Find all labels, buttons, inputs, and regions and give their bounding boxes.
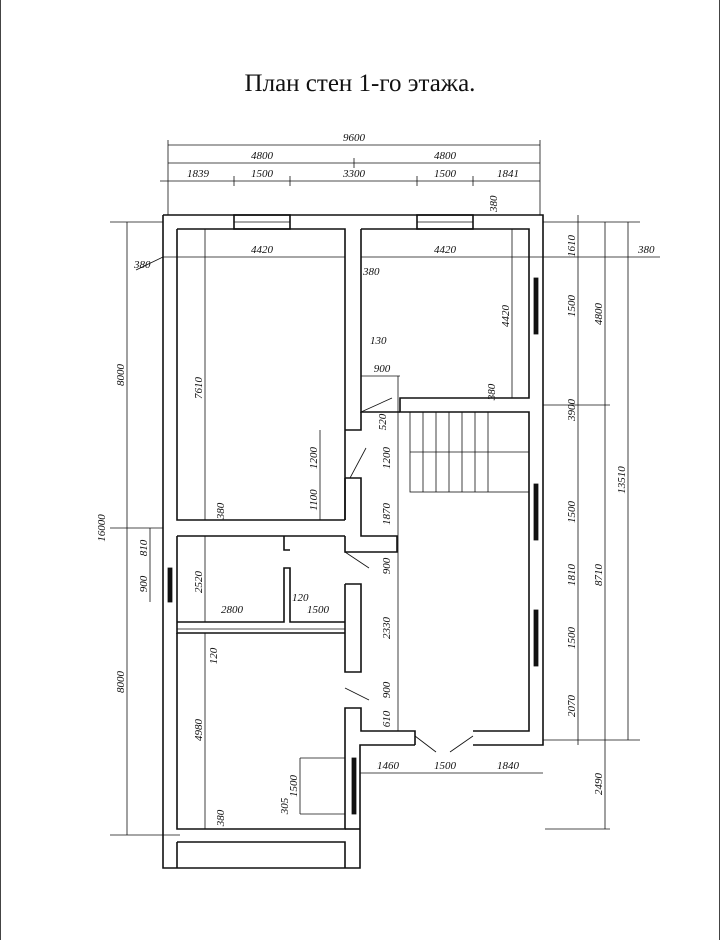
label-1810: 1810	[566, 564, 578, 587]
label-7610: 7610	[193, 377, 205, 400]
mid-stub	[283, 536, 290, 551]
label-2520: 2520	[193, 571, 205, 594]
label-8710: 8710	[593, 564, 605, 587]
label-120-b: 120	[208, 647, 220, 664]
room1-inner	[177, 228, 346, 520]
label-1500-a: 1500	[251, 168, 274, 180]
label-1839: 1839	[187, 168, 210, 180]
label-3300: 3300	[342, 168, 366, 180]
door-swing-1	[360, 397, 393, 413]
label-1870: 1870	[381, 503, 393, 526]
label-4420-right: 4420	[434, 244, 457, 256]
label-900-left: 900	[138, 575, 150, 592]
label-1840: 1840	[497, 760, 520, 772]
label-380-bottom: 380	[215, 809, 227, 827]
room1-inner-left	[176, 229, 345, 521]
window-bottom	[351, 757, 357, 815]
dimension-labels: 9600 4800 4800 1839 1500 3300 1500 1841 …	[96, 132, 655, 827]
label-1500-entry: 1500	[434, 760, 457, 772]
label-1200-b: 1200	[381, 447, 393, 470]
bottom-strip	[177, 841, 346, 868]
label-9600: 9600	[343, 132, 366, 144]
window-right-2	[533, 483, 539, 541]
label-1460: 1460	[377, 760, 400, 772]
label-120-a: 120	[292, 592, 309, 604]
label-900-a: 900	[374, 363, 391, 375]
drawing-title: План стен 1-го этажа.	[244, 70, 476, 97]
label-900-c: 900	[381, 681, 393, 698]
door-swing-3	[344, 551, 370, 569]
label-2800: 2800	[221, 604, 244, 616]
label-13510: 13510	[616, 466, 628, 494]
label-4980: 4980	[193, 719, 205, 742]
door-swing-4	[344, 687, 370, 701]
label-1500-r2: 1500	[566, 501, 578, 524]
room2-left	[360, 229, 400, 413]
label-900-b: 900	[381, 557, 393, 574]
label-380-mid: 380	[362, 266, 380, 278]
doors	[344, 397, 474, 753]
door-entry-left	[414, 735, 437, 753]
label-1500-r1: 1500	[566, 295, 578, 318]
label-380-far-right: 380	[637, 244, 655, 256]
label-3900: 3900	[566, 399, 578, 423]
label-4800-left: 4800	[251, 150, 274, 162]
column-mid	[344, 583, 362, 673]
label-130: 130	[370, 335, 387, 347]
door-entry-right	[449, 735, 474, 753]
label-1500-r3: 1500	[566, 627, 578, 650]
label-1610: 1610	[566, 235, 578, 258]
label-4420-v: 4420	[500, 305, 512, 328]
window-right-1	[533, 277, 539, 335]
label-16000: 16000	[96, 514, 108, 542]
outer-wall-outline	[163, 214, 544, 746]
label-8000-upper: 8000	[115, 364, 127, 387]
label-380-left-mid: 380	[215, 502, 227, 520]
dimension-lines	[110, 140, 660, 836]
label-2330: 2330	[381, 617, 393, 640]
label-810: 810	[138, 539, 150, 556]
label-4420-left: 4420	[251, 244, 274, 256]
label-1500-b: 1500	[434, 168, 457, 180]
label-1100: 1100	[308, 489, 320, 511]
windows	[167, 214, 539, 815]
corridor-wall-a	[345, 412, 362, 431]
window-left-mid	[167, 567, 173, 603]
label-380-left: 380	[133, 259, 151, 271]
label-2070: 2070	[566, 695, 578, 718]
window-right-3	[533, 609, 539, 667]
label-2490: 2490	[593, 773, 605, 796]
stairs	[409, 411, 530, 493]
label-4800-right: 4800	[434, 150, 457, 162]
label-520: 520	[377, 413, 389, 430]
label-380-top-right: 380	[488, 195, 500, 213]
label-380-stair: 380	[486, 383, 498, 401]
outer-wall-outline-left	[162, 215, 415, 869]
label-305: 305	[279, 797, 291, 815]
label-1500-mid: 1500	[307, 604, 330, 616]
label-1841: 1841	[497, 168, 519, 180]
room2-inner	[361, 228, 530, 732]
label-1500-bath: 1500	[288, 775, 300, 798]
label-8000-lower: 8000	[115, 671, 127, 694]
label-1200-a: 1200	[308, 447, 320, 470]
label-610: 610	[381, 710, 393, 727]
label-4800-r: 4800	[593, 303, 605, 326]
door-swing-2	[349, 447, 367, 479]
leader-380-left	[135, 256, 164, 271]
mid-partition	[177, 567, 345, 623]
